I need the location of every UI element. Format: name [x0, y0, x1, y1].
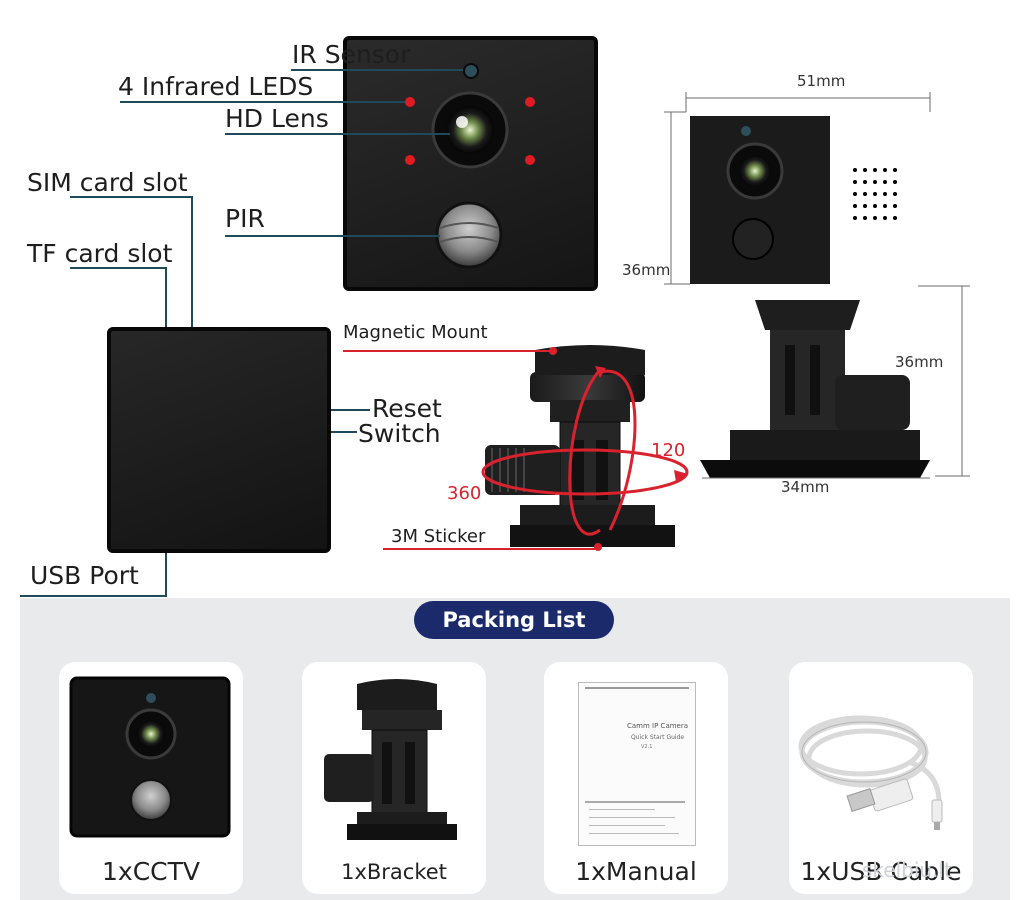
pir-sensor-icon [435, 201, 503, 269]
label-usb-port: USB Port [30, 561, 139, 590]
dimension-width: 51mm [797, 72, 846, 90]
packing-item-cctv: 1xCCTV [59, 662, 243, 894]
infrared-led-icon [525, 97, 535, 107]
dimension-depth: 34mm [781, 478, 830, 496]
cctv-icon [69, 676, 231, 838]
label-sim-card-slot: SIM card slot [27, 168, 188, 197]
ir-sensor-icon [463, 63, 479, 79]
dimension-height-right: 36mm [895, 353, 944, 371]
iso-pir-icon [732, 218, 774, 260]
label-pir: PIR [225, 204, 265, 233]
packing-item-usb-cable: 1xUSB Cable [789, 662, 973, 894]
bracket-icon [324, 679, 457, 840]
iso-ir-sensor-icon [741, 126, 751, 136]
label-rotation-120: 120 [651, 440, 686, 461]
label-switch: Switch [358, 419, 441, 448]
label-hd-lens: HD Lens [225, 104, 329, 133]
camera-back-view [107, 327, 331, 553]
label-rotation-360: 360 [447, 483, 482, 504]
packing-item-label: 1xManual [575, 857, 697, 886]
manual-icon: Camm IP Camera Quick Start Guide V2.1 [578, 682, 696, 846]
label-infrared-leds: 4 Infrared LEDS [118, 72, 314, 101]
infrared-led-icon [405, 97, 415, 107]
dimension-height-left: 36mm [622, 261, 671, 279]
usb-cable-icon [798, 715, 943, 830]
label-reset: Reset [372, 394, 442, 423]
label-ir-sensor: IR Sensor [292, 40, 411, 69]
infrared-led-icon [525, 155, 535, 165]
packing-item-manual: Camm IP Camera Quick Start Guide V2.1 1x… [544, 662, 728, 894]
packing-list-title: Packing List [414, 601, 614, 639]
infrared-led-icon [405, 155, 415, 165]
packing-item-label: 1xBracket [341, 860, 447, 884]
label-magnetic-mount: Magnetic Mount [343, 322, 488, 343]
packing-item-label: 1xCCTV [102, 857, 200, 886]
label-tf-card-slot: TF card slot [27, 239, 173, 268]
packing-item-label: 1xUSB Cable [800, 857, 962, 886]
packing-item-bracket: 1xBracket [302, 662, 486, 894]
watermark-text: skelbiu.lt [862, 858, 952, 882]
label-3m-sticker: 3M Sticker [391, 526, 486, 547]
